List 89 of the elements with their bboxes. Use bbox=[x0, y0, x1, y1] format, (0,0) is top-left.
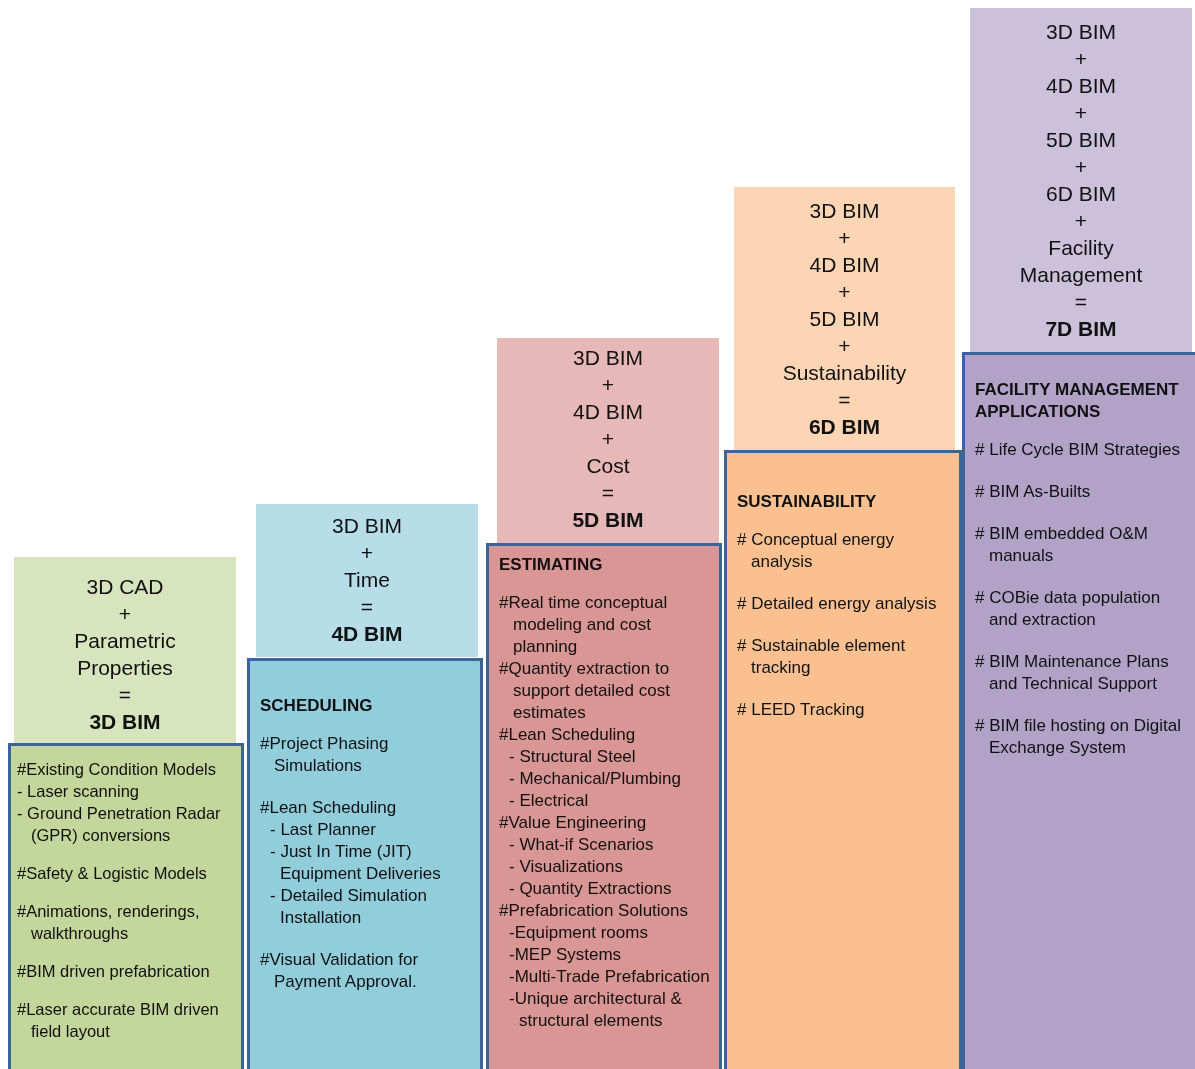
sub-item-text: - Last Planner bbox=[269, 819, 377, 841]
operator-symbol: = bbox=[360, 594, 374, 620]
item-text: - Ground Penetration Radar (GPR) conversions bbox=[17, 803, 222, 846]
sub-item-text: - Electrical bbox=[508, 790, 590, 812]
item-text: # Life Cycle BIM Strategies bbox=[975, 439, 1182, 461]
term-label: Facility Management bbox=[1018, 235, 1144, 288]
result-label: 4D BIM bbox=[331, 621, 403, 647]
result-label: 6D BIM bbox=[808, 414, 881, 440]
operator-symbol: + bbox=[1074, 100, 1088, 126]
operator-symbol: + bbox=[1074, 208, 1088, 234]
category-panel bbox=[486, 543, 722, 1069]
term-label: 5D BIM bbox=[809, 306, 880, 332]
sub-item-text: - Mechanical/Plumbing bbox=[508, 768, 682, 790]
category-panel bbox=[724, 450, 962, 1069]
item-text: # BIM embedded O&M manuals bbox=[975, 523, 1149, 567]
item-text: # LEED Tracking bbox=[737, 699, 866, 721]
operator-symbol: = bbox=[1074, 289, 1088, 315]
term-label: 3D BIM bbox=[573, 345, 643, 371]
category-panel bbox=[247, 658, 483, 1069]
item-text: #Visual Validation for Payment Approval. bbox=[260, 949, 420, 993]
item-text: #Value Engineering bbox=[499, 812, 648, 834]
formula-box bbox=[256, 504, 478, 657]
term-label: 4D BIM bbox=[809, 252, 880, 278]
panel-heading: SCHEDULING bbox=[260, 695, 374, 717]
operator-symbol: + bbox=[118, 601, 132, 627]
item-text: #Project Phasing Simulations bbox=[260, 733, 390, 777]
item-text: #Safety & Logistic Models bbox=[17, 863, 208, 884]
operator-symbol: + bbox=[601, 372, 615, 398]
term-label: Time bbox=[344, 567, 390, 593]
term-label: 5D BIM bbox=[1046, 127, 1116, 153]
item-text: #Quantity extraction to support detailed cost estimates bbox=[499, 658, 671, 724]
term-label: 4D BIM bbox=[1046, 73, 1116, 99]
item-text: # BIM file hosting on Digital Exchange System bbox=[975, 715, 1182, 759]
item-text: # BIM Maintenance Plans and Technical Support bbox=[975, 651, 1170, 695]
term-label: Parametric Properties bbox=[73, 628, 177, 681]
item-text: # Conceptual energy analysis bbox=[737, 529, 895, 573]
item-text: #Animations, renderings, walkthroughs bbox=[17, 901, 201, 944]
term-label: 6D BIM bbox=[1046, 181, 1116, 207]
term-label: 3D BIM bbox=[809, 198, 880, 224]
sub-item-text: - Visualizations bbox=[508, 856, 625, 878]
term-label: 3D BIM bbox=[332, 513, 402, 539]
item-text: # Detailed energy analysis bbox=[737, 593, 938, 615]
formula-box bbox=[497, 338, 719, 543]
item-text: #Lean Scheduling bbox=[260, 797, 398, 819]
term-label: Sustainability bbox=[782, 360, 907, 386]
operator-symbol: = bbox=[118, 682, 132, 708]
item-text: - Laser scanning bbox=[17, 781, 140, 802]
result-label: 7D BIM bbox=[1045, 316, 1117, 342]
result-label: 5D BIM bbox=[572, 507, 644, 533]
operator-symbol: = bbox=[838, 387, 851, 413]
item-text: # BIM As-Builts bbox=[975, 481, 1092, 503]
term-label: 4D BIM bbox=[573, 399, 643, 425]
operator-symbol: + bbox=[601, 426, 615, 452]
sub-item-text: - Detailed Simulation Installation bbox=[269, 885, 428, 929]
item-text: #Existing Condition Models bbox=[17, 759, 218, 780]
category-panel bbox=[962, 352, 1195, 1069]
item-text: #Real time conceptual modeling and cost planning bbox=[499, 592, 669, 658]
operator-symbol: + bbox=[838, 225, 851, 251]
sub-item-text: -Equipment rooms bbox=[508, 922, 649, 944]
item-text: #Lean Scheduling bbox=[499, 724, 637, 746]
sub-item-text: - Quantity Extractions bbox=[508, 878, 673, 900]
item-text: # Sustainable element tracking bbox=[737, 635, 907, 679]
item-text: #BIM driven prefabrication bbox=[17, 961, 211, 982]
result-label: 3D BIM bbox=[89, 709, 161, 735]
operator-symbol: = bbox=[601, 480, 615, 506]
formula-box bbox=[970, 8, 1192, 352]
item-text: #Laser accurate BIM driven field layout bbox=[17, 999, 220, 1042]
panel-heading: FACILITY MANAGEMENT APPLICATIONS bbox=[975, 379, 1180, 423]
term-label: Cost bbox=[586, 453, 630, 479]
sub-item-text: - Structural Steel bbox=[508, 746, 637, 768]
category-panel bbox=[8, 743, 244, 1069]
operator-symbol: + bbox=[360, 540, 374, 566]
term-label: 3D BIM bbox=[1046, 19, 1116, 45]
panel-heading: ESTIMATING bbox=[499, 554, 604, 576]
formula-box bbox=[14, 557, 236, 745]
operator-symbol: + bbox=[1074, 154, 1088, 180]
sub-item-text: -Multi-Trade Prefabrication bbox=[508, 966, 711, 988]
operator-symbol: + bbox=[838, 333, 851, 359]
sub-item-text: -Unique architectural & structural elements bbox=[508, 988, 683, 1032]
operator-symbol: + bbox=[1074, 46, 1088, 72]
panel-heading: SUSTAINABILITY bbox=[737, 491, 878, 513]
operator-symbol: + bbox=[838, 279, 851, 305]
sub-item-text: -MEP Systems bbox=[508, 944, 623, 966]
sub-item-text: - What-if Scenarios bbox=[508, 834, 655, 856]
sub-item-text: - Just In Time (JIT) Equipment Deliveries bbox=[269, 841, 442, 885]
formula-box bbox=[734, 187, 955, 450]
item-text: # COBie data population and extraction bbox=[975, 587, 1162, 631]
term-label: 3D CAD bbox=[86, 574, 164, 600]
item-text: #Prefabrication Solutions bbox=[499, 900, 689, 922]
